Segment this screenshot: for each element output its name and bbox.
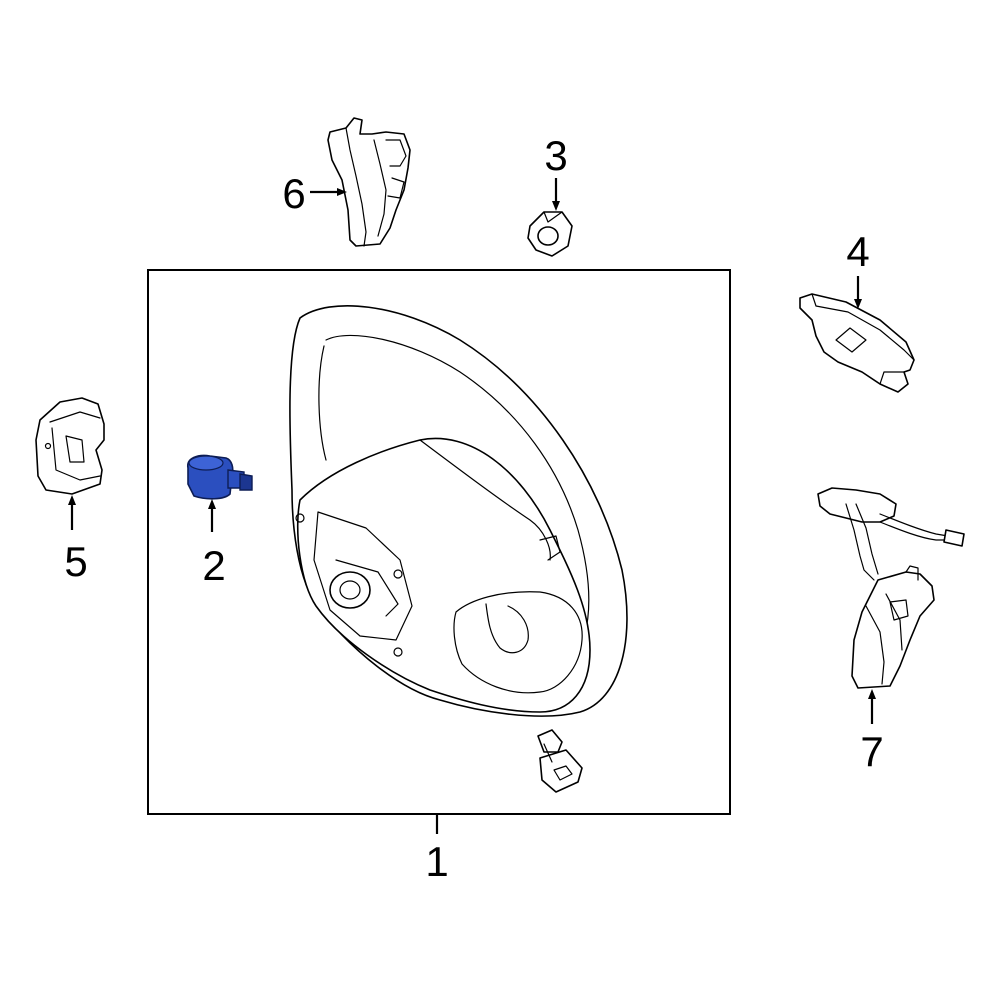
callout-1: 1 bbox=[425, 838, 448, 885]
part-3-nut[interactable] bbox=[527, 211, 573, 257]
callout-4: 4 bbox=[846, 228, 869, 275]
callout-labels: 1 2 3 4 5 6 7 bbox=[64, 132, 883, 885]
part-6-switch-bezel[interactable] bbox=[327, 117, 411, 247]
part-4-trim-panel[interactable] bbox=[799, 293, 915, 393]
leader-lines bbox=[68, 178, 876, 834]
callout-3: 3 bbox=[544, 132, 567, 179]
part-1-steering-wheel[interactable] bbox=[289, 305, 628, 717]
part-1-screw[interactable] bbox=[537, 729, 583, 793]
callout-7: 7 bbox=[860, 728, 883, 775]
part-5-trim-piece[interactable] bbox=[35, 397, 105, 495]
callout-5: 5 bbox=[64, 538, 87, 585]
callout-2: 2 bbox=[202, 542, 225, 589]
part-7-switch-harness[interactable] bbox=[817, 487, 965, 689]
part-2-bolt-highlighted[interactable] bbox=[187, 454, 253, 500]
callout-6: 6 bbox=[282, 170, 305, 217]
